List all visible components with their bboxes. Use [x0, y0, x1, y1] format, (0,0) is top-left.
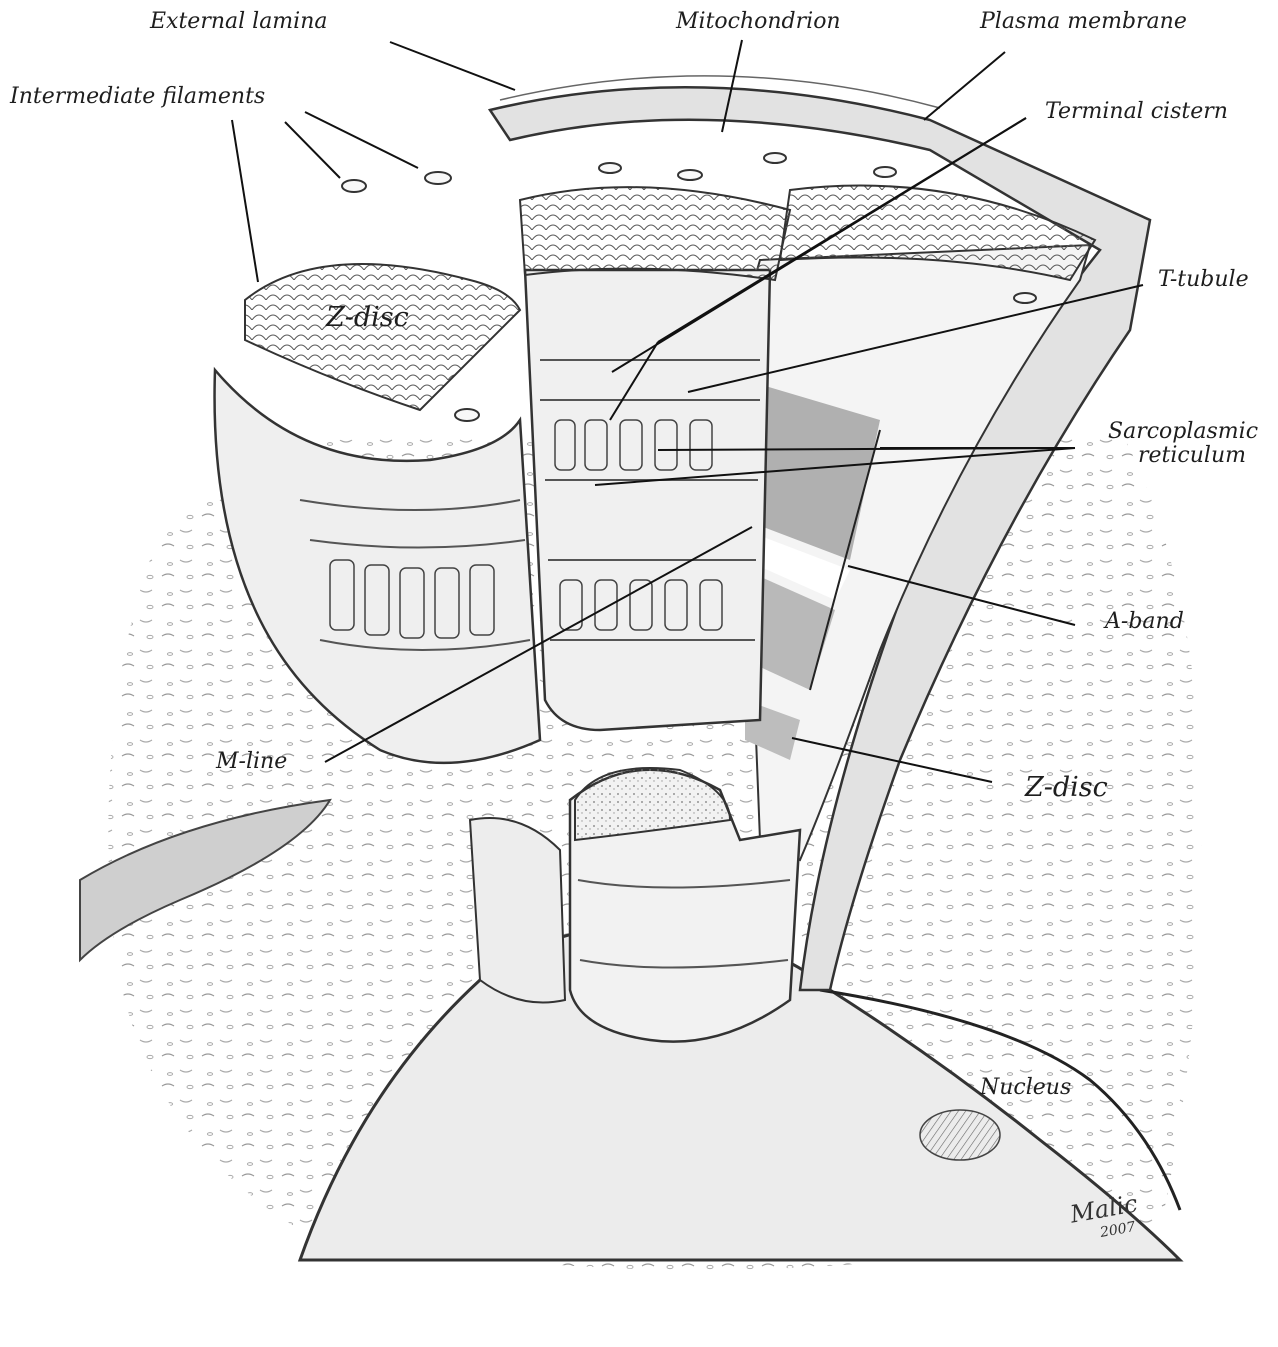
- label-z-disc-bottom: Z-disc: [1025, 773, 1108, 803]
- label-terminal-cistern: Terminal cistern: [1045, 100, 1228, 124]
- label-plasma-membrane: Plasma membrane: [980, 10, 1187, 34]
- myofibril-center: [520, 187, 790, 730]
- label-sarcoplasmic-line2: reticulum: [1108, 444, 1258, 468]
- label-sarcoplasmic-line1: Sarcoplasmic: [1108, 420, 1258, 444]
- label-t-tubule: T-tubule: [1158, 268, 1249, 292]
- label-intermediate-filaments: Intermediate filaments: [10, 85, 265, 109]
- label-a-band: A-band: [1105, 610, 1184, 634]
- label-external-lamina: External lamina: [150, 10, 328, 34]
- label-sarcoplasmic-reticulum: Sarcoplasmic reticulum: [1108, 420, 1258, 468]
- label-mitochondrion: Mitochondrion: [676, 10, 841, 34]
- label-m-line: M-line: [216, 750, 287, 774]
- label-nucleus: Nucleus: [980, 1076, 1071, 1100]
- label-z-disc-top: Z-disc: [326, 303, 409, 333]
